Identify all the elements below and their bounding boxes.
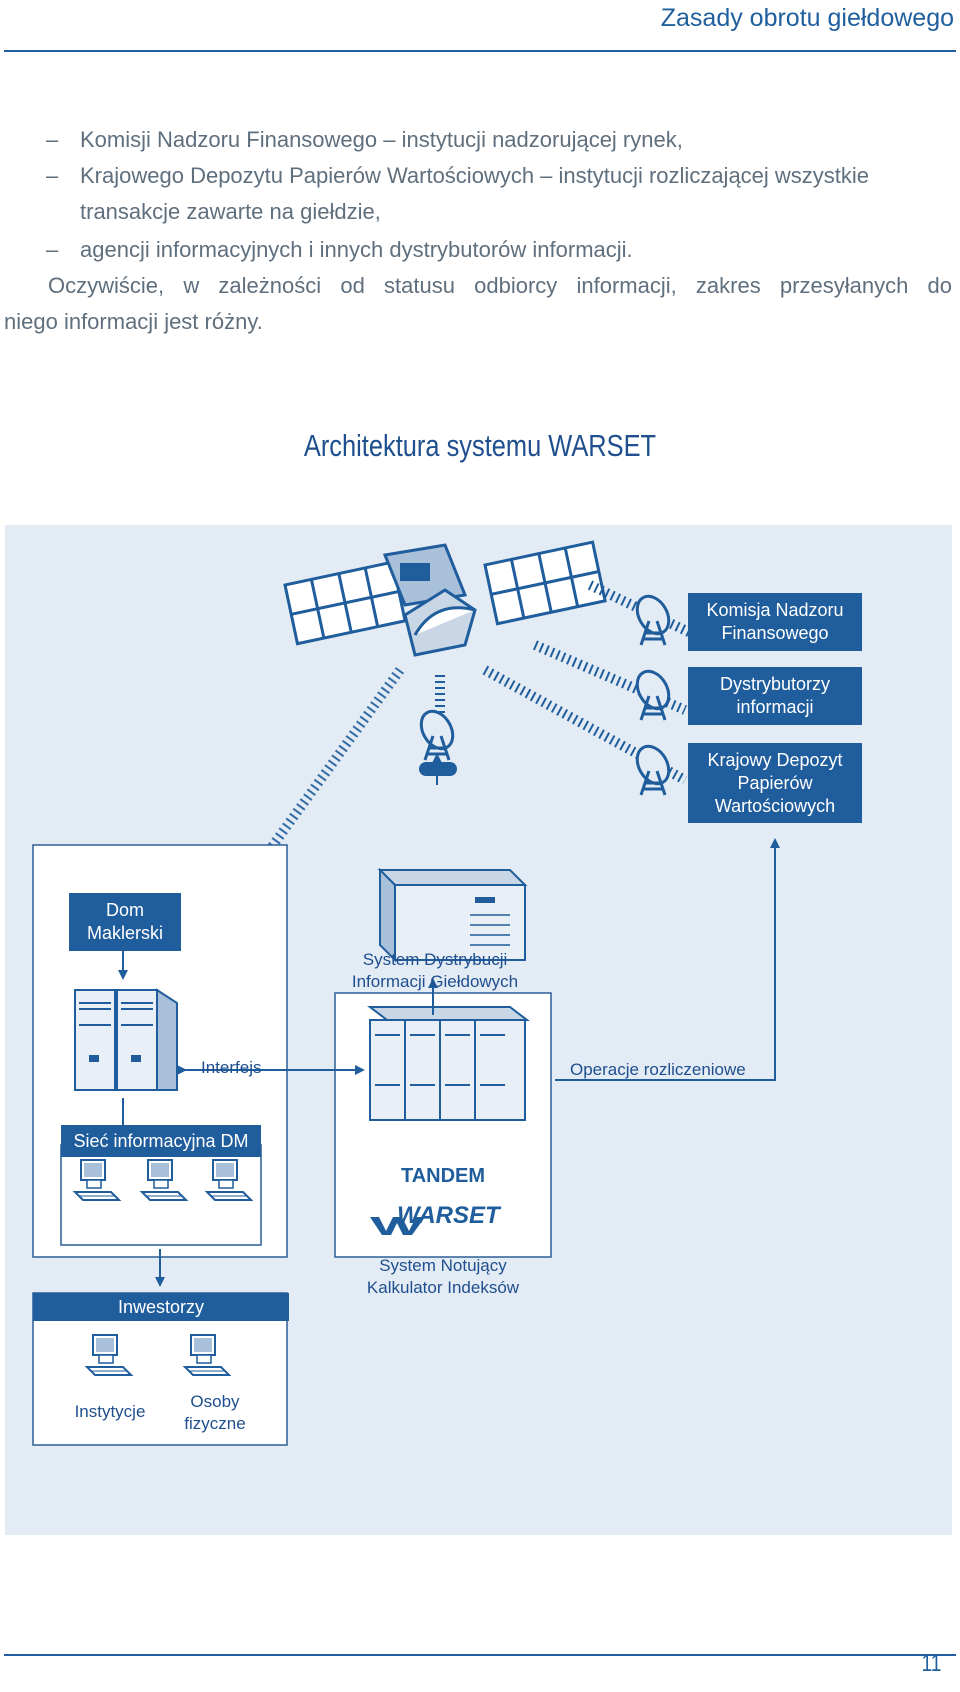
body-paragraph: Oczywiście, w zależności od statusu odbi… [4,268,952,340]
quoting-label: System Notujący Kalkulator Indeksów [335,1255,551,1299]
bullet-text: Krajowego Depozytu Papierów Wartościowyc… [80,163,870,188]
dish-icon [629,664,677,722]
individuals-line: Osoby [190,1392,240,1411]
page-number: 11 [921,1650,942,1677]
receiver-line: Komisja Nadzoru [706,600,844,620]
sdig-line: System Dystrybucji [362,950,508,969]
sdig-line: Informacji Giełdowych [351,972,519,991]
bullet-text: agencji informacyjnych i innych dystrybu… [80,237,633,262]
paragraph-line: Oczywiście, w zależności od statusu odbi… [48,273,952,298]
receiver-line: Dystrybutorzy [719,674,831,694]
individuals-line: fizyczne [184,1414,246,1433]
sdig-label: System Dystrybucji Informacji Giełdowych [325,949,545,993]
running-header: Zasady obrotu giełdowego [660,4,954,32]
bullet-text: transakcje zawarte na giełdzie, [80,199,381,224]
receiver-line: Krajowy Depozyt [707,749,843,770]
network-label: Sieć informacyjna DM [61,1125,261,1157]
individuals-label: Osoby fizyczne [165,1391,265,1435]
bullet-dash: – [46,237,59,262]
warset-wordmark: WARSET [397,1202,500,1229]
broker-line: Maklerski [86,923,163,943]
sdig-server-icon [377,867,528,963]
header-rule [4,50,956,52]
investors-label: Inwestorzy [33,1293,289,1321]
quoting-line: Kalkulator Indeksów [366,1278,520,1297]
tandem-server-icon [367,1006,530,1121]
satellite-icon [283,540,607,657]
broker-server-icon [74,988,178,1091]
footer-rule [4,1654,956,1656]
paragraph-line: niego informacji jest różny. [4,309,263,334]
bullet-dash: – [46,163,59,188]
receiver-distributors: Dystrybutorzy informacji [688,667,862,725]
institutions-label: Instytycje [74,1402,146,1421]
bullet-text: Komisji Nadzoru Finansowego – instytucji… [80,127,683,152]
quoting-line: System Notujący [379,1256,507,1275]
figure-title: Architektura systemu WARSET [303,428,657,463]
dish-icon [629,589,677,647]
tandem-label: TANDEM [400,1165,486,1187]
dish-icon [629,739,677,797]
receiver-line: Wartościowych [714,795,836,816]
broker-line: Dom [105,900,144,920]
bullet-dash: – [46,127,59,152]
diagram-graphics [32,540,780,1446]
receiver-line: Finansowego [721,623,829,643]
receiver-line: informacji [736,697,814,717]
interface-label: Interfejs [201,1058,262,1077]
receiver-line: Papierów [737,772,813,793]
warset-logo [370,1217,425,1235]
settlement-label: Operacje rozliczeniowe [570,1060,746,1079]
